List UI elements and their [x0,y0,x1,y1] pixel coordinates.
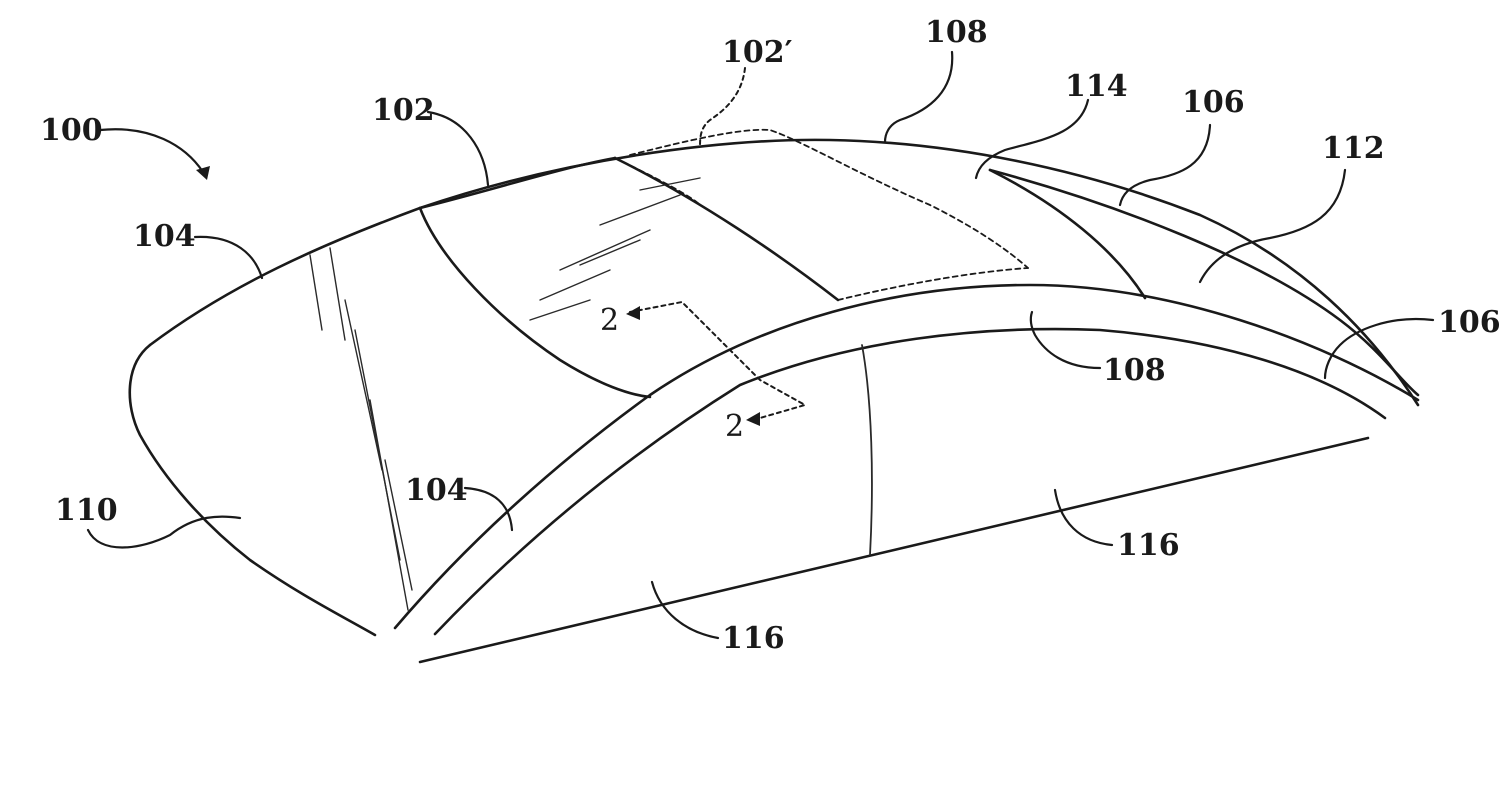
label-112: 112 [1322,131,1385,166]
leader-lines [86,50,1435,640]
label-102: 102 [372,93,435,128]
section-label-2-top: 2 [600,303,619,338]
label-116-bottom: 116 [722,621,785,656]
label-108-mid: 108 [1103,353,1166,388]
label-106-top: 106 [1182,85,1245,120]
reference-labels: 100 102 102′ 108 114 106 112 104 106 108… [40,15,1500,656]
label-104-mid: 104 [405,473,468,508]
label-108-top: 108 [925,15,988,50]
label-106-right: 106 [1438,305,1500,340]
label-100: 100 [40,113,103,148]
alternate-panel-102-prime [614,128,1029,301]
label-110: 110 [55,493,118,528]
label-114: 114 [1065,69,1128,104]
label-116-right: 116 [1117,528,1180,563]
label-104-top: 104 [133,219,196,254]
label-102-prime: 102′ [722,35,793,70]
roof-body-outline [128,138,1420,664]
section-label-2-bottom: 2 [725,409,744,444]
